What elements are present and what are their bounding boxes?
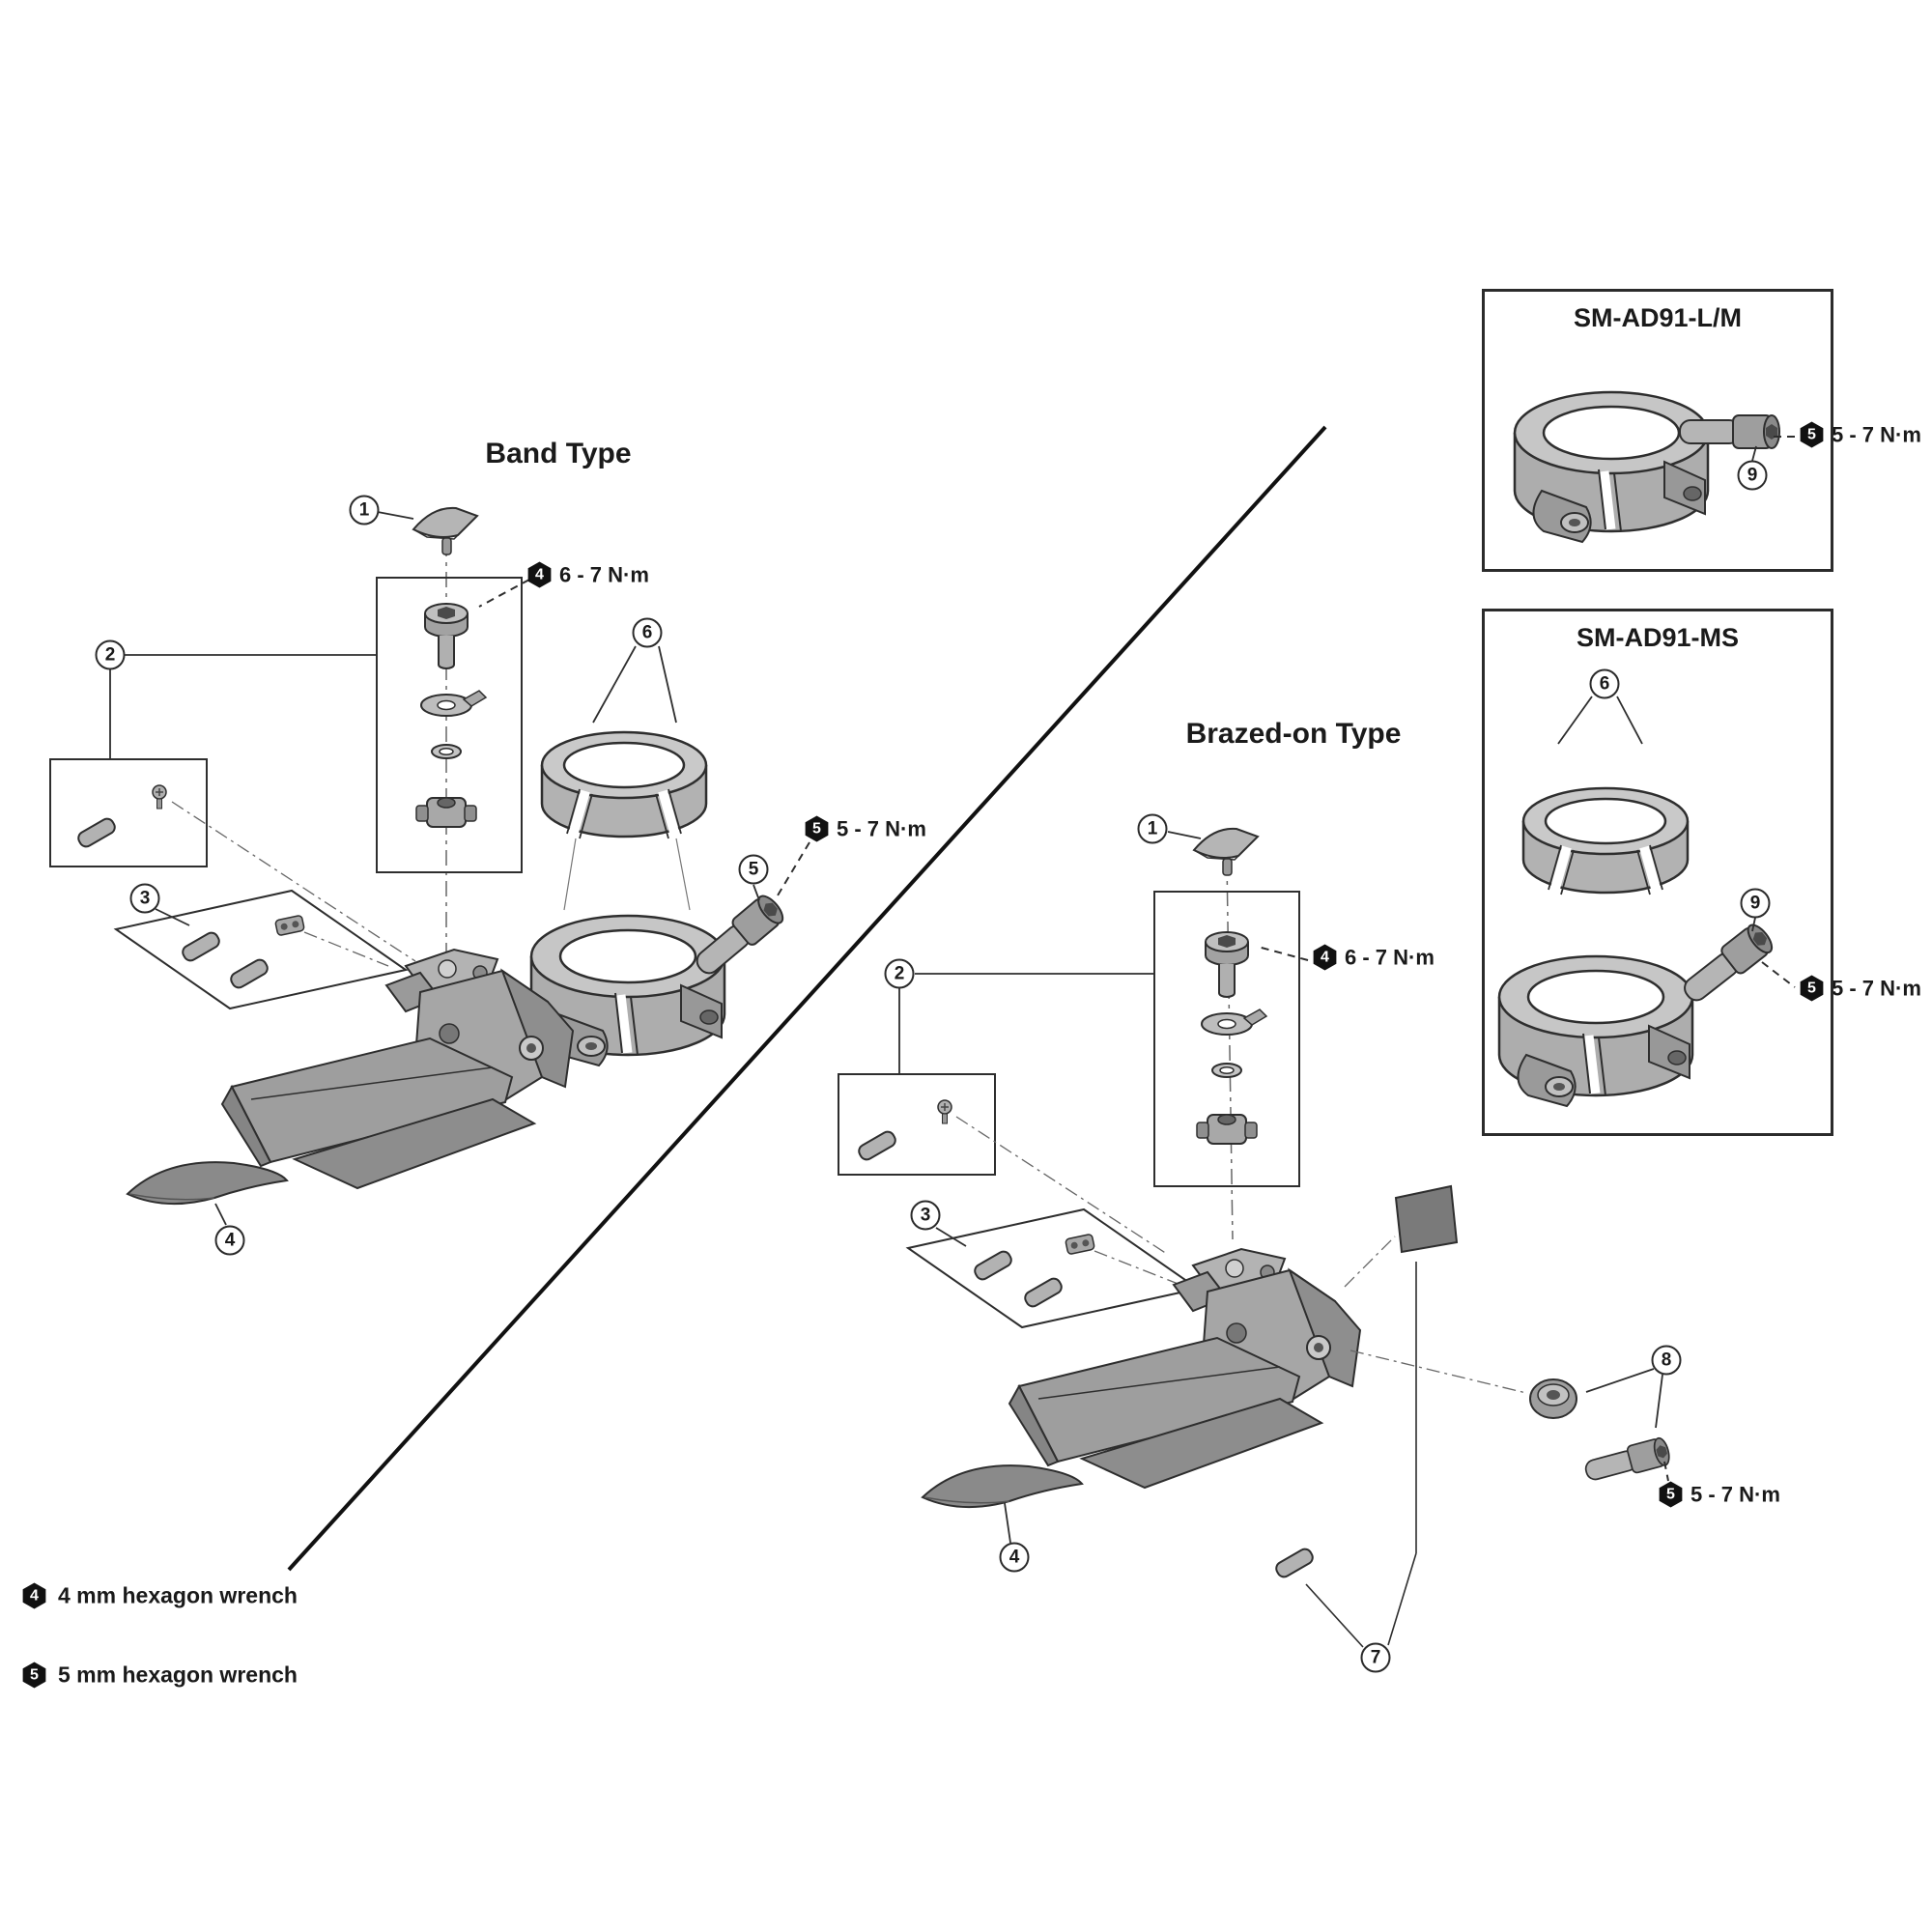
- fixing-screw-box: [49, 758, 208, 867]
- adapter-lm-art: [1515, 392, 1797, 542]
- torque-note-brazed-fixing-bolt: 5 5 - 7 N·m: [1658, 1481, 1780, 1508]
- torque-note-brazed-clamp-bolt: 4 6 - 7 N·m: [1312, 944, 1435, 971]
- band-type-title: Band Type: [485, 438, 632, 469]
- bolt-unit-box: [1153, 891, 1300, 1187]
- hex-tool-icon: 5: [22, 1662, 46, 1689]
- brazed-on-type-art: [838, 827, 1673, 1648]
- callout-2: 2: [95, 639, 126, 670]
- torque-note-adapter-lm: 5 5 - 7 N·m: [1799, 421, 1921, 448]
- callout-4: 4: [999, 1542, 1030, 1573]
- pin-set-box: [113, 889, 409, 1010]
- hex-tool-icon: 5: [1800, 421, 1824, 448]
- hex-tool-icon: 4: [22, 1582, 46, 1609]
- callout-6: 6: [1589, 668, 1620, 699]
- torque-note-adapter-ms: 5 5 - 7 N·m: [1799, 975, 1921, 1002]
- hex-tool-icon: 4: [1313, 944, 1337, 971]
- callout-5: 5: [738, 854, 769, 885]
- callout-1: 1: [1137, 813, 1168, 844]
- legend-5mm-wrench: 5 5 mm hexagon wrench: [21, 1662, 298, 1689]
- divider-line: [287, 425, 1327, 1572]
- adapter-lm-title: SM-AD91-L/M: [1574, 303, 1742, 332]
- band-type-art: [49, 506, 810, 1226]
- torque-note-band-fixing-bolt: 5 5 - 7 N·m: [804, 815, 926, 842]
- callout-9: 9: [1740, 888, 1771, 919]
- legend-4mm-wrench: 4 4 mm hexagon wrench: [21, 1582, 298, 1609]
- callout-9: 9: [1737, 460, 1768, 491]
- callout-8: 8: [1651, 1345, 1682, 1376]
- torque-note-band-clamp-bolt: 4 6 - 7 N·m: [526, 561, 649, 588]
- hex-tool-icon: 5: [805, 815, 829, 842]
- adapter-box-lm: SM-AD91-L/M: [1482, 289, 1833, 572]
- hex-tool-icon: 4: [527, 561, 552, 588]
- adapter-box-ms: SM-AD91-MS: [1482, 609, 1833, 1136]
- callout-1: 1: [349, 495, 380, 526]
- hex-tool-icon: 5: [1659, 1481, 1683, 1508]
- callout-4: 4: [214, 1225, 245, 1256]
- adapter-ms-art: [1499, 696, 1796, 1106]
- backing-plate: [1394, 1184, 1459, 1254]
- hex-tool-icon: 5: [1800, 975, 1824, 1002]
- callout-6: 6: [632, 617, 663, 648]
- callout-2: 2: [884, 958, 915, 989]
- pin-set-box: [905, 1208, 1201, 1329]
- brazed-on-type-title: Brazed-on Type: [1185, 718, 1402, 750]
- fixing-screw-box: [838, 1073, 996, 1176]
- callout-7: 7: [1360, 1642, 1391, 1673]
- bolt-unit-box: [376, 577, 523, 873]
- callout-3: 3: [910, 1200, 941, 1231]
- adapter-ms-title: SM-AD91-MS: [1576, 623, 1740, 652]
- callout-3: 3: [129, 883, 160, 914]
